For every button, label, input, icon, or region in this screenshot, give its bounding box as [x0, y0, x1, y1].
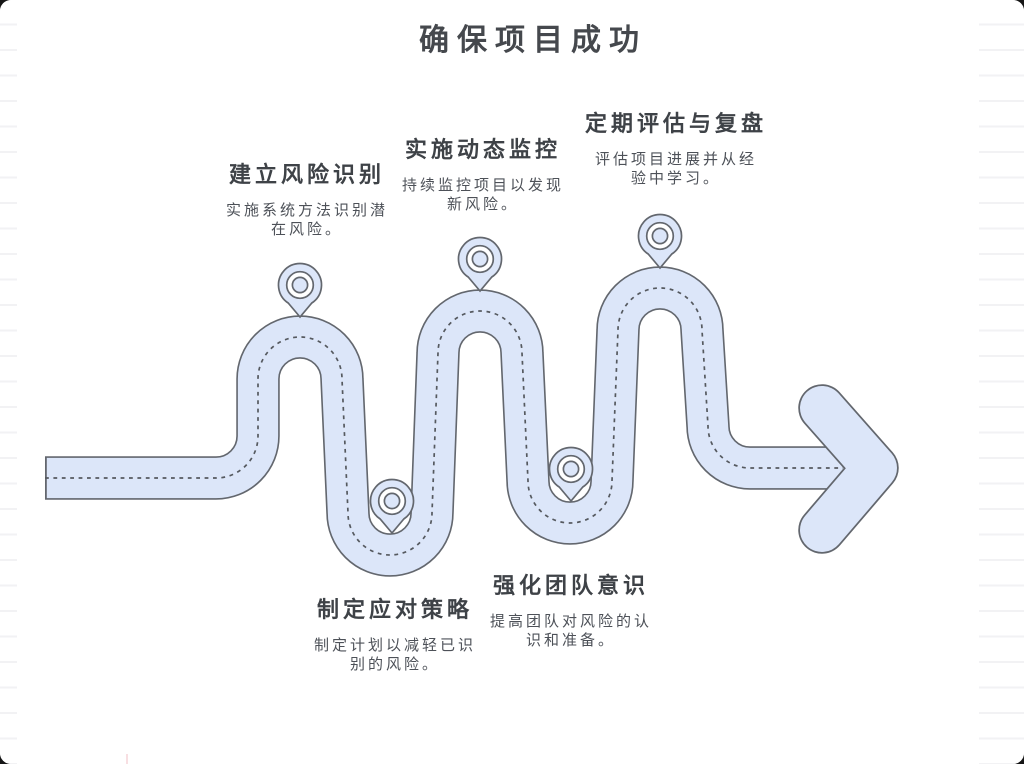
milestone-description: 提高团队对风险的认 识和准备。 — [490, 612, 652, 650]
description-line-2: 验中学习。 — [630, 170, 722, 187]
pin-core — [291, 276, 309, 294]
ruled-lines-left — [0, 0, 17, 764]
page-title: 确保项目成功 — [419, 24, 647, 57]
bottom-left-artifact — [126, 754, 128, 764]
location-pin-4-icon — [369, 478, 415, 535]
pin-core — [651, 227, 669, 245]
description-line-1: 提高团队对风险的认 — [489, 613, 653, 630]
description-line-2: 识和准备。 — [525, 632, 617, 649]
road-center-dashes — [45, 287, 843, 556]
milestone-heading: 强化团队意识 — [492, 573, 650, 598]
milestone-block-4: 制定应对策略 制定计划以减轻已识 别的风险。 — [314, 597, 476, 674]
description-line-1: 制定计划以减轻已识 — [313, 637, 477, 654]
pin-core — [471, 250, 489, 268]
milestone-heading: 定期评估与复盘 — [584, 111, 768, 136]
location-pin-2-icon — [457, 236, 503, 293]
milestone-block-2: 实施动态监控 持续监控项目以发现 新风险。 — [402, 137, 564, 214]
milestone-heading: 实施动态监控 — [404, 137, 562, 162]
milestone-block-5: 强化团队意识 提高团队对风险的认 识和准备。 — [490, 573, 652, 650]
location-pin-1-icon — [277, 262, 323, 319]
description-line-1: 持续监控项目以发现 — [401, 177, 565, 194]
description-line-1: 实施系统方法识别潜 — [225, 202, 389, 219]
description-line-2: 新风险。 — [446, 196, 520, 213]
milestone-description: 持续监控项目以发现 新风险。 — [402, 176, 564, 214]
ruled-lines-right — [979, 0, 1024, 764]
milestone-description: 制定计划以减轻已识 别的风险。 — [314, 636, 476, 674]
milestone-heading: 制定应对策略 — [316, 597, 474, 622]
description-line-1: 评估项目进展并从经 — [594, 151, 758, 168]
milestone-block-1: 建立风险识别 实施系统方法识别潜 在风险。 — [226, 162, 388, 239]
milestone-heading: 建立风险识别 — [228, 162, 386, 187]
road-fill — [46, 267, 846, 576]
milestone-block-3: 定期评估与复盘 评估项目进展并从经 验中学习。 — [585, 111, 767, 188]
arrow-head-icon — [800, 386, 897, 552]
pin-core — [383, 492, 401, 510]
location-pin-3-icon — [637, 213, 683, 270]
milestone-description: 评估项目进展并从经 验中学习。 — [585, 150, 767, 188]
milestone-description: 实施系统方法识别潜 在风险。 — [226, 201, 388, 239]
pin-core — [562, 460, 580, 478]
location-pin-5-icon — [548, 446, 594, 503]
description-line-2: 在风险。 — [270, 221, 344, 238]
description-line-2: 别的风险。 — [349, 656, 441, 673]
